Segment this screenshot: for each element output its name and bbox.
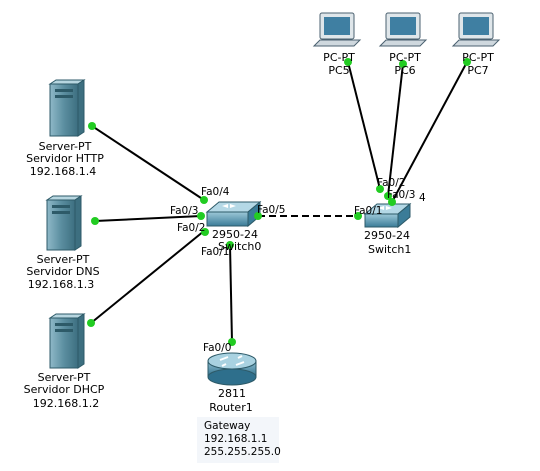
link-dns-switch0[interactable] — [94, 215, 202, 222]
router1-name: Router1 — [209, 401, 253, 414]
port-dot — [197, 212, 205, 220]
pc5-model: PC-PT — [323, 51, 355, 64]
server-dns-name: Servidor DNS — [26, 265, 100, 278]
port-dot — [388, 198, 396, 206]
port-dot — [463, 58, 471, 66]
server-http-icon[interactable] — [48, 79, 86, 137]
pc6-model: PC-PT — [389, 51, 421, 64]
gateway-note-mask: 255.255.255.0 — [204, 446, 281, 458]
switch0-name: Switch0 — [218, 240, 262, 253]
port-dot — [91, 217, 99, 225]
port-dot — [87, 319, 95, 327]
server-dns-ip: 192.168.1.3 — [27, 278, 95, 291]
pc7-icon[interactable] — [451, 12, 501, 47]
router1-model: 2811 — [218, 387, 246, 400]
port-label-sw0-fa03: Fa0/3 — [170, 205, 199, 217]
port-dot — [399, 60, 407, 68]
server-http-model: Server-PT — [38, 140, 92, 153]
server-dns-model: Server-PT — [36, 253, 90, 266]
pc6-name: PC6 — [394, 64, 416, 77]
port-label-sw1-fa01: Fa0/1 — [354, 205, 383, 217]
port-dot — [254, 212, 262, 220]
server-dhcp-name: Servidor DHCP — [23, 383, 105, 396]
port-status-dots — [87, 58, 471, 346]
pc6-icon[interactable] — [378, 12, 428, 47]
port-dot — [88, 122, 96, 130]
link-pc7-switch1[interactable] — [391, 61, 468, 203]
port-label-sw1-fa03: Fa0/3 — [387, 189, 416, 201]
port-dot — [201, 228, 209, 236]
port-label-sw1-fa04: 4 — [419, 192, 426, 204]
pc5-icon[interactable] — [312, 12, 362, 47]
gateway-note: Gateway 192.168.1.1 255.255.255.0 — [197, 417, 281, 463]
port-label-sw0-fa04: Fa0/4 — [201, 186, 230, 198]
port-dot — [226, 241, 234, 249]
port-dot — [228, 338, 236, 346]
port-label-sw0-fa01: Fa0/1 — [201, 246, 230, 258]
pc7-name: PC7 — [467, 64, 489, 77]
router1-icon[interactable] — [207, 352, 257, 386]
gateway-note-ip: 192.168.1.1 — [204, 433, 268, 445]
server-dhcp-model: Server-PT — [37, 371, 91, 384]
port-dot — [384, 192, 392, 200]
server-dhcp-icon[interactable] — [48, 313, 86, 369]
port-dot — [200, 196, 208, 204]
switch1-icon[interactable] — [363, 202, 412, 229]
link-router-switch0[interactable] — [229, 244, 233, 343]
switch0-model: 2950-24 — [212, 228, 258, 241]
pc7-model: PC-PT — [462, 51, 494, 64]
switch1-model: 2950-24 — [364, 229, 410, 242]
server-http-ip: 192.168.1.4 — [29, 165, 97, 178]
links — [90, 61, 468, 343]
switch1-name: Switch1 — [368, 243, 412, 256]
pc5-name: PC5 — [328, 64, 350, 77]
port-label-sw0-fa02: Fa0/2 — [177, 222, 206, 234]
server-dhcp-ip: 192.168.1.2 — [32, 397, 100, 410]
link-http-switch0[interactable] — [91, 125, 205, 201]
link-pc6-switch1[interactable] — [387, 63, 404, 197]
server-http-name: Servidor HTTP — [26, 152, 104, 165]
switch0-icon[interactable] — [205, 200, 262, 228]
link-dhcp-switch0[interactable] — [90, 230, 205, 324]
server-dns-icon[interactable] — [45, 195, 83, 251]
port-label-sw0-fa05: Fa0/5 — [257, 204, 286, 216]
port-dot — [354, 212, 362, 220]
port-label-router-fa00: Fa0/0 — [203, 342, 232, 354]
port-dot — [344, 58, 352, 66]
link-pc5-switch1[interactable] — [347, 61, 381, 190]
port-label-sw1-fa02: Fa0/2 — [377, 177, 406, 189]
gateway-note-title: Gateway — [204, 420, 251, 432]
port-dot — [376, 185, 384, 193]
